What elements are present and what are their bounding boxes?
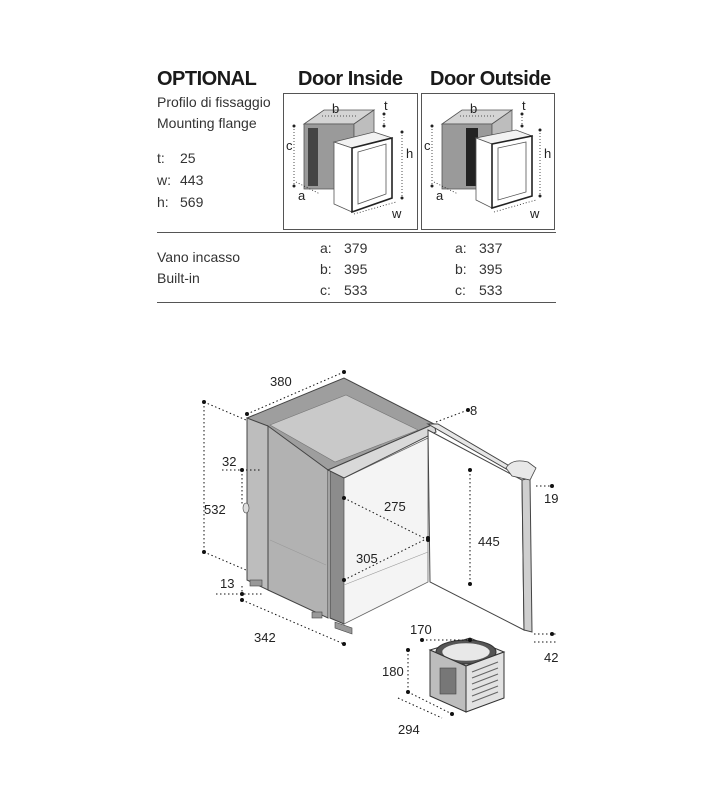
door-outside-drawing: b t c h a w	[424, 98, 551, 221]
section-divider	[157, 302, 556, 303]
builtin-outside-value: 337	[479, 240, 503, 256]
builtin-inside-key: c:	[320, 282, 331, 298]
dim-label-b: b	[332, 101, 339, 116]
door-outside-heading: Door Outside	[430, 68, 551, 90]
flange-label-it: Profilo di fissaggio	[157, 94, 271, 110]
dim-inner-width: 305	[356, 551, 378, 566]
builtin-outside-value: 395	[479, 261, 503, 277]
dim-inner-depth: 275	[384, 499, 406, 514]
dim-label-t: t	[522, 98, 526, 113]
dim-door-offset: 42	[544, 650, 558, 665]
dim-label-c: c	[424, 138, 431, 153]
dim-label-c: c	[286, 138, 293, 153]
builtin-inside-key: a:	[320, 240, 332, 256]
builtin-outside-key: a:	[455, 240, 467, 256]
flange-spec-value: 569	[180, 194, 204, 210]
builtin-inside-key: b:	[320, 261, 332, 277]
dim-depth: 342	[254, 630, 276, 645]
flange-label-en: Mounting flange	[157, 115, 257, 131]
dim-label-t: t	[384, 98, 388, 113]
flange-spec-key: w:	[157, 172, 171, 188]
door-inside-drawing: b t c h a w	[286, 98, 413, 221]
optional-heading: OPTIONAL	[157, 68, 257, 90]
builtin-inside-value: 533	[344, 282, 368, 298]
dim-label-w: w	[529, 206, 540, 221]
dim-compressor-height: 180	[382, 664, 404, 679]
dim-label-a: a	[298, 188, 306, 203]
builtin-label-en: Built-in	[157, 270, 200, 286]
dim-width-top: 380	[270, 374, 292, 389]
flange-spec-key: h:	[157, 194, 169, 210]
dim-height: 532	[204, 502, 226, 517]
dim-inner-height: 445	[478, 534, 500, 549]
builtin-label-it: Vano incasso	[157, 249, 241, 265]
dim-label-b: b	[470, 101, 477, 116]
dim-door-thickness: 8	[470, 403, 477, 418]
door-outside-thumbnail: b t c h a w	[421, 93, 555, 230]
builtin-outside-key: b:	[455, 261, 467, 277]
flange-spec-key: t:	[157, 150, 165, 166]
builtin-inside-value: 379	[344, 240, 368, 256]
door-inside-thumbnail: b t c h a w	[283, 93, 418, 230]
dim-label-h: h	[406, 146, 413, 161]
flange-spec-value: 25	[180, 150, 196, 166]
dim-hinge-offset: 32	[222, 454, 236, 469]
dim-label-w: w	[391, 206, 402, 221]
section-divider	[157, 232, 556, 233]
dim-label-a: a	[436, 188, 444, 203]
dim-label-h: h	[544, 146, 551, 161]
door-inside-heading: Door Inside	[298, 68, 403, 90]
builtin-inside-value: 395	[344, 261, 368, 277]
dim-compressor-width: 170	[410, 622, 432, 637]
builtin-outside-value: 533	[479, 282, 503, 298]
dim-handle-depth: 19	[544, 491, 558, 506]
dim-compressor-depth: 294	[398, 722, 420, 737]
dim-feet: 13	[220, 576, 234, 591]
flange-spec-value: 443	[180, 172, 204, 188]
builtin-outside-key: c:	[455, 282, 466, 298]
